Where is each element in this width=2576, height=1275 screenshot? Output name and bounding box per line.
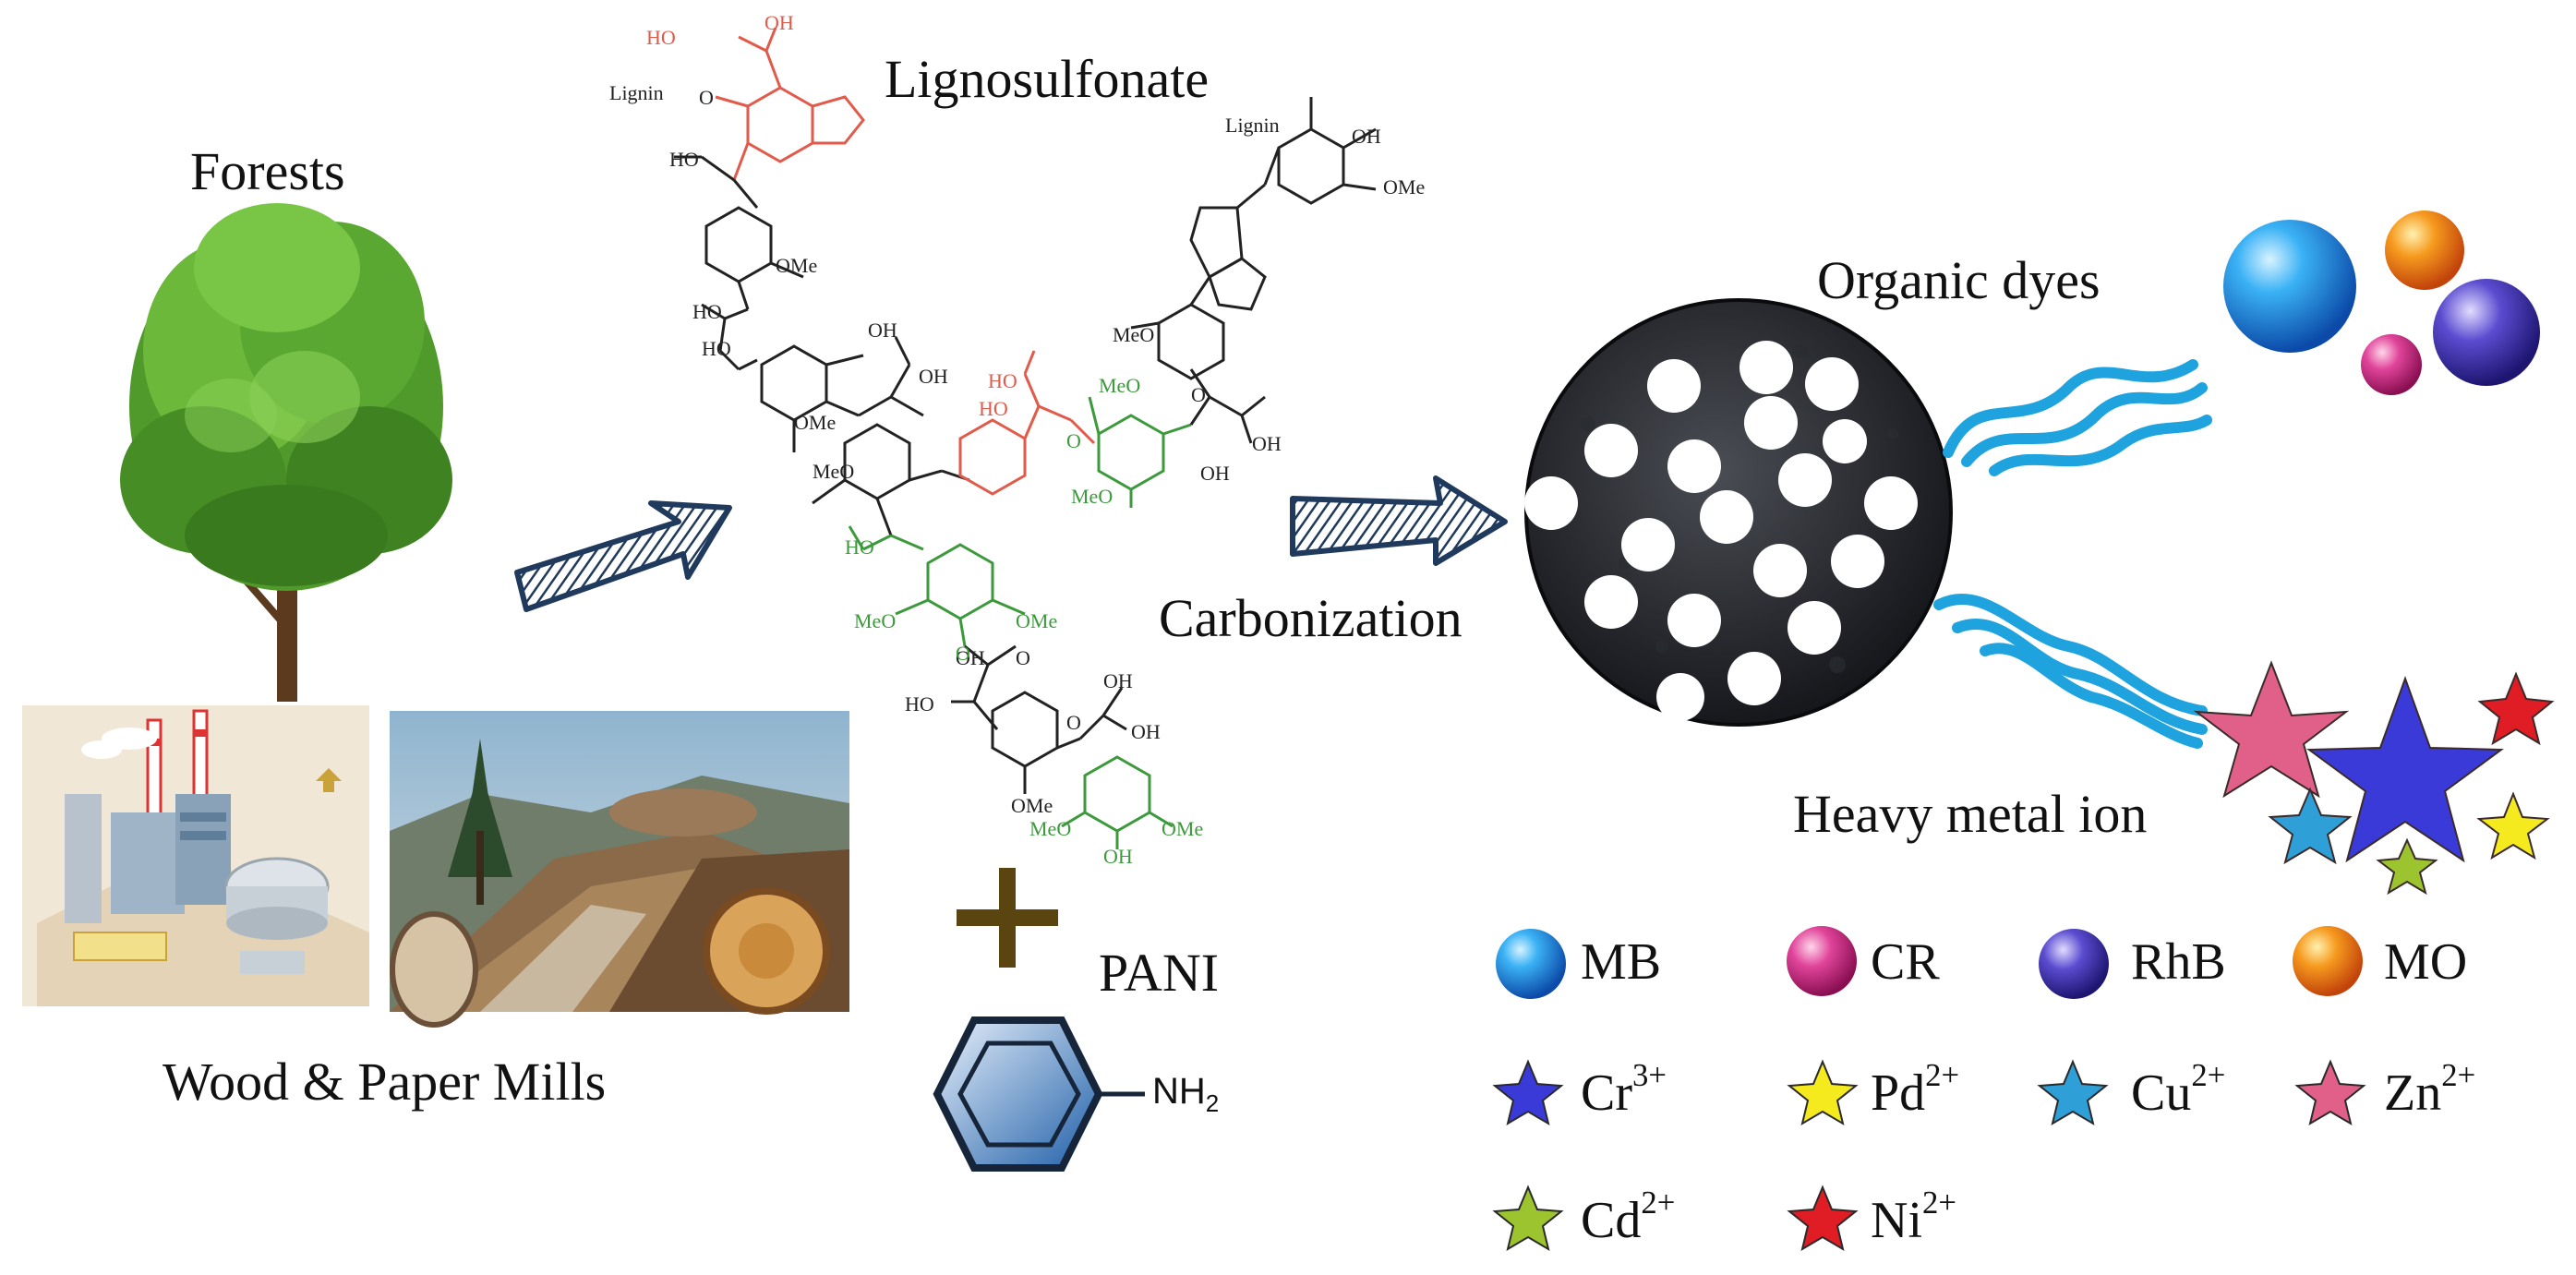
legend-zn-label: Zn2+ bbox=[2384, 1059, 2475, 1123]
mol-label: Lignin bbox=[609, 81, 664, 104]
lignosulfonate-label: Lignosulfonate bbox=[885, 49, 1210, 109]
legend-cr-icon bbox=[1787, 926, 1857, 996]
nh2-text: NH bbox=[1152, 1071, 1206, 1112]
mol-label: HO bbox=[702, 337, 731, 360]
legend-cr3-icon bbox=[1492, 1059, 1564, 1126]
mol-label: HO bbox=[988, 369, 1017, 392]
mol-label: MeO bbox=[1099, 374, 1140, 397]
mol-label: OH bbox=[956, 646, 985, 669]
mol-label: O bbox=[1191, 383, 1206, 406]
wave-lines-ions bbox=[1933, 594, 2208, 749]
metal-ion-stars bbox=[2193, 660, 2555, 896]
heavy-metal-label: Heavy metal ion bbox=[1793, 784, 2148, 844]
mol-label: O bbox=[1066, 429, 1081, 452]
ion-symbol: Cu bbox=[2131, 1065, 2192, 1122]
mol-label: OH bbox=[764, 11, 794, 34]
mol-label: OH bbox=[919, 365, 948, 388]
nh2-label: NH2 bbox=[1152, 1071, 1219, 1118]
legend-ni-label: Ni2+ bbox=[1871, 1186, 1956, 1250]
legend-cd-icon bbox=[1492, 1185, 1564, 1252]
mol-label: OMe bbox=[1383, 175, 1425, 198]
ion-charge: 3+ bbox=[1632, 1056, 1667, 1093]
legend-cr3-label: Cr3+ bbox=[1581, 1059, 1667, 1123]
lignosulfonate-structure bbox=[674, 27, 1377, 849]
molecule-labels-red: HO OH HO HO bbox=[646, 11, 1017, 420]
mills-label: Wood & Paper Mills bbox=[163, 1052, 607, 1112]
ion-charge: 2+ bbox=[1925, 1056, 1960, 1093]
mol-label: MeO bbox=[1029, 817, 1071, 840]
mol-label: OMe bbox=[794, 411, 836, 434]
mol-label: OMe bbox=[776, 254, 817, 277]
mol-label: OH bbox=[1252, 432, 1282, 455]
mol-label: MeO bbox=[1071, 485, 1113, 508]
arrow-to-carbon bbox=[1290, 475, 1508, 566]
ion-charge: 2+ bbox=[2191, 1056, 2226, 1093]
legend-cd-label: Cd2+ bbox=[1581, 1186, 1675, 1250]
legend-ni-icon bbox=[1787, 1185, 1859, 1252]
legend-mb-icon bbox=[1496, 929, 1566, 999]
mol-label: HO bbox=[669, 148, 699, 171]
porous-carbon-sphere bbox=[1524, 298, 1953, 727]
organic-dyes-label: Organic dyes bbox=[1817, 250, 2101, 310]
wave-lines-dyes bbox=[1943, 359, 2212, 476]
legend-icons bbox=[1492, 926, 2366, 1252]
mol-label: OH bbox=[1352, 125, 1381, 148]
molecule-labels-green: MeO MeO O HO MeO OMe O MeO OMe OH bbox=[845, 374, 1203, 868]
legend-mo-icon bbox=[2293, 926, 2363, 996]
carbonization-label: Carbonization bbox=[1159, 588, 1463, 648]
mol-label: HO bbox=[979, 397, 1008, 420]
mol-label: MeO bbox=[813, 460, 854, 483]
tree-illustration bbox=[120, 203, 452, 702]
mol-label: OH bbox=[1103, 669, 1133, 692]
mol-label: HO bbox=[692, 300, 722, 323]
legend-rhb-label: RhB bbox=[2131, 933, 2226, 991]
factory-illustration bbox=[22, 705, 369, 1006]
ion-charge: 2+ bbox=[1922, 1184, 1956, 1221]
logs-photo bbox=[390, 711, 849, 1028]
mol-label: O bbox=[956, 642, 970, 665]
ion-symbol: Cr bbox=[1581, 1065, 1632, 1122]
aniline-benzene-ring bbox=[933, 1016, 1145, 1172]
legend-zn-icon bbox=[2294, 1059, 2366, 1126]
legend-cu-icon bbox=[2037, 1059, 2109, 1126]
arrow-to-lignosulfonate bbox=[514, 500, 732, 612]
legend-mo-label: MO bbox=[2384, 933, 2468, 991]
ion-symbol: Cd bbox=[1581, 1192, 1642, 1249]
mol-label: OMe bbox=[1016, 609, 1057, 632]
mol-label: OH bbox=[1131, 720, 1161, 743]
mol-label: HO bbox=[905, 692, 934, 716]
mol-label: HO bbox=[646, 26, 676, 49]
ion-symbol: Zn bbox=[2384, 1065, 2442, 1122]
legend-cr-label: CR bbox=[1871, 933, 1940, 991]
mol-label: HO bbox=[845, 535, 874, 559]
mol-label: OMe bbox=[1162, 817, 1203, 840]
mol-label: Lignin bbox=[1225, 114, 1280, 137]
legend-cu-label: Cu2+ bbox=[2131, 1059, 2225, 1123]
ion-charge: 2+ bbox=[1641, 1184, 1676, 1221]
ion-symbol: Pd bbox=[1871, 1065, 1926, 1122]
mol-label: MeO bbox=[854, 609, 896, 632]
legend-mb-label: MB bbox=[1581, 933, 1662, 991]
mol-label: OH bbox=[1200, 462, 1230, 485]
pani-label: PANI bbox=[1099, 943, 1220, 1003]
legend-pd-label: Pd2+ bbox=[1871, 1059, 1959, 1123]
molecule-labels-black: Lignin O HO OMe HO HO OH OH OMe MeO Lign… bbox=[609, 81, 1425, 817]
mol-label: O bbox=[1066, 711, 1081, 734]
mol-label: OH bbox=[1103, 845, 1133, 868]
ion-symbol: Ni bbox=[1871, 1192, 1922, 1249]
mol-label: O bbox=[699, 86, 714, 109]
mol-label: MeO bbox=[1113, 323, 1154, 346]
forests-label: Forests bbox=[190, 141, 345, 201]
dye-spheres bbox=[2223, 210, 2540, 395]
plus-sign bbox=[957, 868, 1058, 968]
ion-charge: 2+ bbox=[2441, 1056, 2476, 1093]
nh2-subscript: 2 bbox=[1205, 1089, 1220, 1117]
mol-label: O bbox=[1016, 646, 1030, 669]
legend-rhb-icon bbox=[2039, 929, 2109, 999]
mol-label: OMe bbox=[1011, 794, 1053, 817]
legend-pd-icon bbox=[1787, 1059, 1859, 1126]
mol-label: OH bbox=[868, 319, 897, 342]
